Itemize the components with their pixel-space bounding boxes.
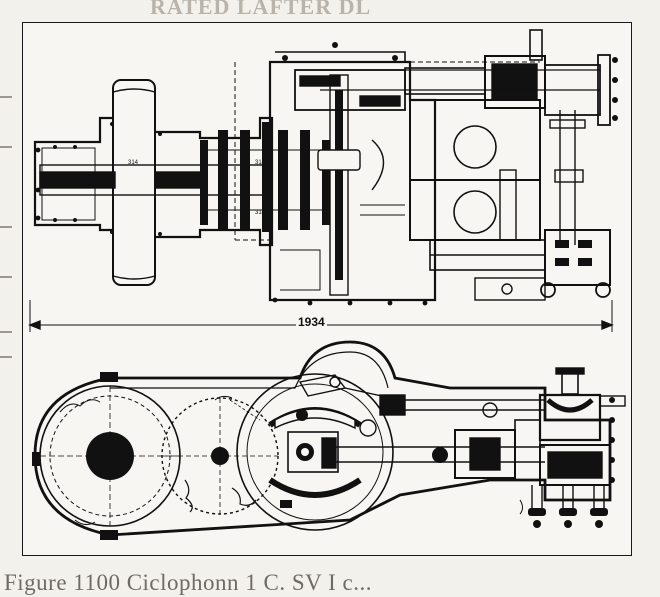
top-view-drawing	[28, 29, 618, 332]
left-page-bleed	[0, 26, 20, 566]
part-tag: 314	[255, 160, 266, 166]
top-page-bleed-text: RATED LAFTER DL	[0, 0, 660, 26]
part-tag: 314	[128, 160, 139, 166]
top-bleed-heading: RATED LAFTER DL	[150, 0, 372, 19]
overall-length-dimension: 1934	[296, 315, 327, 329]
part-tag: 314	[255, 210, 266, 216]
bottom-page-bleed-text: Figure 1100 Ciclophonn 1 C. SV I c...	[0, 566, 660, 597]
bottom-view-drawing	[32, 340, 626, 540]
bottom-bleed-caption: Figure 1100 Ciclophonn 1 C. SV I c...	[4, 570, 372, 595]
